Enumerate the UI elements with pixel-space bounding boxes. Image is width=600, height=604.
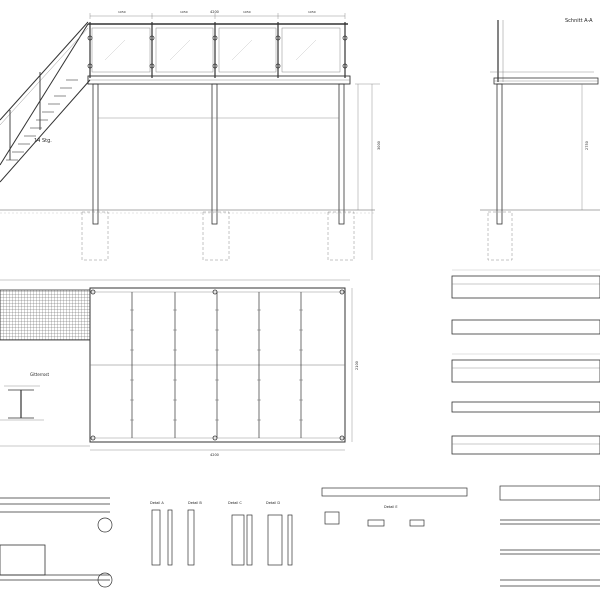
top-width-dimension: 4200 (210, 10, 219, 14)
detail-a-label: Detail A (150, 501, 164, 505)
section-title: Schnitt A-A (565, 18, 593, 24)
front-elevation (0, 13, 380, 261)
grating-label: Gitterrost (30, 372, 49, 377)
span-4-dimension: 1050 (308, 10, 316, 14)
beam-section-detail (0, 385, 44, 421)
detail-e-label: Detail E (384, 505, 398, 509)
detail-d-label: Detail D (266, 501, 280, 505)
span-2-dimension: 1050 (180, 10, 188, 14)
detail-b-label: Detail B (188, 501, 202, 505)
height-1-dimension: 3000 (377, 141, 381, 150)
plan-depth-dimension: 2100 (355, 361, 359, 370)
stair-label: 14 Stg. (34, 138, 52, 144)
span-3-dimension: 1050 (243, 10, 251, 14)
detail-c-label: Detail C (228, 501, 242, 505)
bottom-details (0, 485, 600, 588)
plan-view (0, 279, 353, 451)
span-1-dimension: 1050 (118, 10, 126, 14)
height-2-dimension: 2750 (585, 141, 589, 150)
stringer-elevations (451, 269, 600, 455)
plan-width-dimension: 4200 (210, 453, 219, 457)
section-a-a (480, 20, 600, 261)
